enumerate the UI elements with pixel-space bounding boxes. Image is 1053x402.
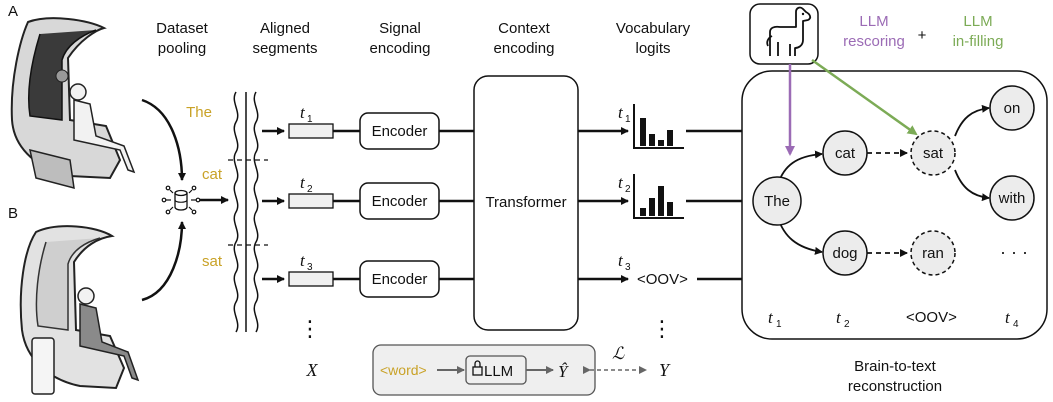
encoder-label-2: Encoder	[372, 193, 428, 210]
meg-scanner-illustration-b: B	[8, 205, 140, 395]
x-label: X	[306, 360, 319, 380]
node-with	[989, 175, 1035, 221]
graph-ellipsis: · · ·	[1000, 242, 1028, 262]
node-dog-label: dog	[832, 245, 857, 262]
segment-patch-2	[288, 193, 334, 209]
graph-nodes: The cat dog sat ran on with · · ·	[752, 85, 1035, 276]
node-ran-label: ran	[922, 245, 944, 262]
timestep-2: t	[300, 173, 306, 192]
graph-time-1-sub: 1	[776, 319, 782, 330]
segment-word-2: cat	[202, 166, 223, 183]
stage-aligned-segments-l2: segments	[252, 40, 317, 57]
encoder-label-1: Encoder	[372, 123, 428, 140]
signal-traces	[233, 91, 259, 333]
segment-patch-3	[288, 271, 334, 287]
node-sat-label: sat	[923, 145, 944, 162]
stage-dataset-pooling-l2: pooling	[158, 40, 206, 57]
node-the-label: The	[764, 193, 790, 210]
graph-box	[741, 70, 1048, 340]
transformer-label: Transformer	[485, 194, 566, 211]
logit-timestep-2-sub: 2	[625, 184, 631, 195]
caption-line-1: Brain-to-text	[854, 358, 937, 375]
logit-timestep-2: t	[618, 173, 624, 192]
segment-word-3: sat	[202, 253, 223, 270]
graph-time-3: <OOV>	[906, 309, 957, 326]
bottom-training-flow: <word> LLM Ŷ ℒ	[372, 344, 647, 396]
vertical-ellipsis-segments: ⋮	[299, 316, 321, 341]
legend-infilling-2: in-filling	[953, 33, 1004, 50]
node-ran	[910, 230, 956, 276]
segment-patch-1	[288, 123, 334, 139]
graph-time-4-sub: 4	[1013, 319, 1019, 330]
panel-label-a: A	[8, 3, 18, 20]
graph-time-2: t	[836, 308, 842, 327]
database-icon	[161, 185, 201, 215]
legend-rescoring-2: rescoring	[843, 33, 905, 50]
timestep-3: t	[300, 251, 306, 270]
stage-aligned-segments-l1: Aligned	[260, 20, 310, 37]
graph-time-2-sub: 2	[844, 319, 850, 330]
logit-timestep-1: t	[618, 103, 624, 122]
row-3: t 3 Encoder	[262, 251, 474, 298]
legend-infilling-1: LLM	[963, 13, 992, 30]
row-1: t 1 Encoder	[262, 103, 474, 150]
legend-plus: +	[918, 27, 927, 44]
stage-vocabulary-logits-l2: logits	[635, 40, 670, 57]
node-sat	[910, 130, 956, 176]
llm-label: LLM	[484, 363, 513, 380]
timestep-1: t	[300, 103, 306, 122]
node-with-label: with	[998, 190, 1026, 207]
llama-icon	[749, 3, 819, 65]
logit-timestep-3: t	[618, 251, 624, 270]
meg-scanner-illustration-a: A	[8, 3, 136, 190]
node-on-label: on	[1004, 100, 1021, 117]
transformer-box	[473, 75, 579, 331]
node-dog	[822, 230, 868, 276]
logits-bar-icon-1	[633, 104, 684, 149]
stage-signal-encoding-l1: Signal	[379, 20, 421, 37]
timestep-3-sub: 3	[307, 262, 313, 273]
timestep-1-sub: 1	[307, 114, 313, 125]
stage-headers: Dataset pooling Aligned segments Signal …	[156, 20, 690, 57]
encoder-label-3: Encoder	[372, 271, 428, 288]
node-cat-label: cat	[835, 145, 856, 162]
stage-signal-encoding-l2: encoding	[370, 40, 431, 57]
stage-context-encoding-l2: encoding	[494, 40, 555, 57]
logits-bar-icon-2	[633, 174, 684, 219]
graph-time-1: t	[768, 308, 774, 327]
y-label: Y	[659, 360, 671, 380]
oov-token: <OOV>	[637, 271, 688, 288]
vertical-ellipsis-logits: ⋮	[651, 316, 673, 341]
word-token-label: <word>	[380, 362, 427, 378]
legend-rescoring-1: LLM	[859, 13, 888, 30]
stage-context-encoding-l1: Context	[498, 20, 551, 37]
caption-line-2: reconstruction	[848, 378, 942, 395]
loss-label: ℒ	[612, 344, 625, 363]
stage-vocabulary-logits-l1: Vocabulary	[616, 20, 691, 37]
node-on	[989, 85, 1035, 131]
logit-timestep-1-sub: 1	[625, 114, 631, 125]
node-cat	[822, 130, 868, 176]
y-hat-label: Ŷ	[558, 362, 569, 381]
lock-icon	[472, 360, 483, 376]
panel-label-b: B	[8, 205, 18, 222]
stage-dataset-pooling-l1: Dataset	[156, 20, 209, 37]
graph-time-4: t	[1005, 308, 1011, 327]
node-the	[752, 176, 802, 226]
logit-timestep-3-sub: 3	[625, 262, 631, 273]
segment-word-1: The	[186, 104, 212, 121]
timestep-2-sub: 2	[307, 184, 313, 195]
row-2: t 2 Encoder	[262, 173, 474, 220]
